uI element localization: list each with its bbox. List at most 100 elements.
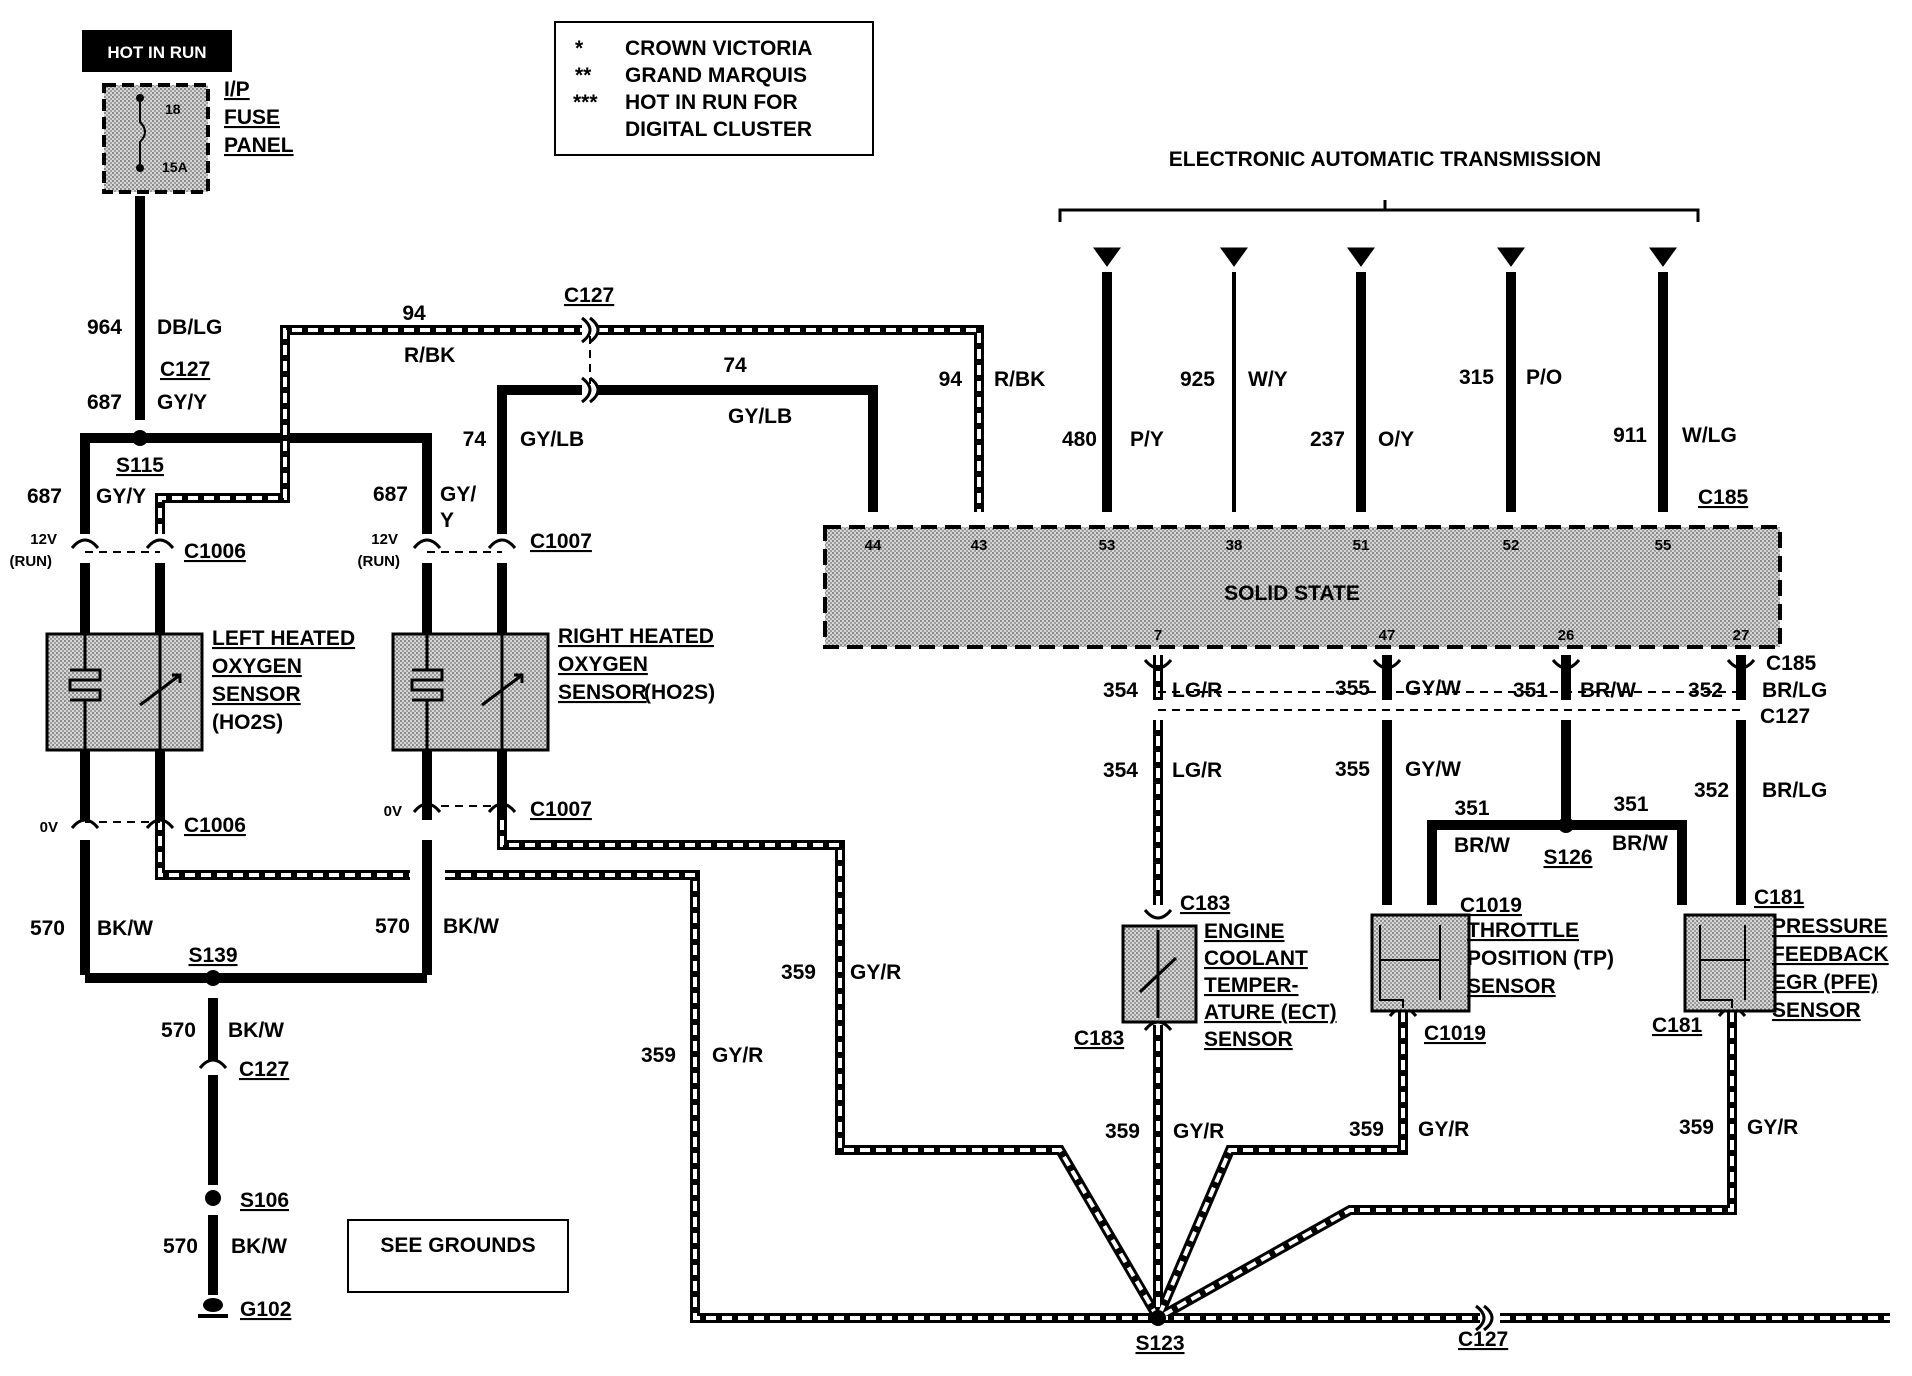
module-connector-c185: C185: [1698, 486, 1749, 509]
svg-text:53: 53: [1099, 537, 1116, 554]
svg-text:SENSOR: SENSOR: [1772, 999, 1861, 1022]
svg-text:355: 355: [1335, 677, 1370, 700]
svg-text:C1007: C1007: [530, 798, 592, 821]
svg-text:C127: C127: [239, 1058, 289, 1081]
svg-text:S123: S123: [1135, 1332, 1184, 1355]
see-grounds-label: SEE GROUNDS: [380, 1234, 535, 1257]
svg-text:OXYGEN: OXYGEN: [212, 655, 302, 678]
legend-row-2: GRAND MARQUIS: [625, 64, 807, 87]
svg-text:570: 570: [163, 1235, 198, 1258]
thick-wires: [80, 196, 1746, 1295]
svg-text:R/BK: R/BK: [994, 368, 1045, 391]
svg-text:DB/LG: DB/LG: [157, 316, 222, 339]
wire-color: W/Y: [1248, 368, 1288, 391]
fuse-number: 18: [165, 101, 181, 117]
svg-text:(HO2S): (HO2S): [644, 681, 715, 704]
svg-text:BK/W: BK/W: [443, 915, 499, 938]
sensor-labels: LEFT HEATED OXYGEN SENSOR (HO2S) RIGHT H…: [212, 625, 1889, 1051]
svg-text:570: 570: [375, 915, 410, 938]
fuse-panel-line2: FUSE: [224, 106, 280, 129]
svg-text:687: 687: [87, 391, 122, 414]
thermistor-icon: [1138, 930, 1178, 1018]
svg-text:LG/R: LG/R: [1172, 759, 1222, 782]
left-oxygen-sensor: [45, 632, 204, 752]
svg-text:OXYGEN: OXYGEN: [558, 653, 648, 676]
svg-text:94: 94: [402, 302, 426, 325]
svg-text:359: 359: [1349, 1118, 1384, 1141]
svg-text:C127: C127: [160, 358, 210, 381]
svg-text:55: 55: [1655, 537, 1672, 554]
solid-state-module: [823, 525, 1782, 649]
heater-icon: [68, 634, 102, 750]
svg-text:38: 38: [1226, 537, 1243, 554]
svg-text:GY/R: GY/R: [1747, 1116, 1798, 1139]
svg-text:COOLANT: COOLANT: [1204, 947, 1308, 970]
svg-text:C1007: C1007: [530, 530, 592, 553]
wire-color: P/Y: [1130, 428, 1164, 451]
svg-text:C1006: C1006: [184, 540, 246, 563]
svg-text:26: 26: [1558, 627, 1575, 644]
svg-text:BK/W: BK/W: [228, 1019, 284, 1042]
right-oxygen-sensor: [391, 632, 550, 752]
splice-s123-dot: [1150, 1310, 1166, 1326]
ect-sensor: [1121, 924, 1198, 1024]
svg-text:THROTTLE: THROTTLE: [1467, 919, 1579, 942]
svg-text:S115: S115: [116, 454, 164, 477]
svg-text:352: 352: [1688, 679, 1723, 702]
arrow-icon: [1093, 247, 1121, 267]
wire-labels-right: 354 LG/R 354 LG/R 355 GY/W 355 GY/W 351 …: [1103, 677, 1827, 1143]
svg-text:51: 51: [1353, 537, 1370, 554]
svg-text:C1006: C1006: [184, 814, 246, 837]
potentiometer-icon: [1699, 925, 1750, 1008]
potentiometer-icon: [1379, 925, 1441, 1008]
wire-label: 480: [1062, 428, 1097, 451]
svg-text:C185: C185: [1766, 652, 1817, 675]
svg-text:SENSOR: SENSOR: [1467, 975, 1556, 998]
svg-text:C1019: C1019: [1424, 1022, 1486, 1045]
svg-text:S139: S139: [188, 944, 237, 967]
svg-text:S106: S106: [240, 1189, 289, 1212]
heater-icon: [410, 634, 444, 750]
svg-text:359: 359: [781, 961, 816, 984]
svg-text:(RUN): (RUN): [358, 553, 401, 570]
wire-labels-left: 964 DB/LG 687 GY/Y 687 GY/Y 687 GY/ Y 94…: [27, 302, 1045, 1258]
svg-text:RIGHT HEATED: RIGHT HEATED: [558, 625, 714, 648]
svg-text:570: 570: [161, 1019, 196, 1042]
svg-text:74: 74: [723, 354, 747, 377]
svg-text:964: 964: [87, 316, 122, 339]
svg-text:S126: S126: [1543, 846, 1592, 869]
svg-text:SENSOR: SENSOR: [212, 683, 301, 706]
variable-resistor-icon: [139, 634, 182, 750]
tp-sensor: [1370, 913, 1471, 1013]
wire-color: W/LG: [1682, 424, 1737, 447]
svg-text:43: 43: [971, 537, 988, 554]
svg-text:EGR (PFE): EGR (PFE): [1772, 971, 1878, 994]
svg-text:R/BK: R/BK: [404, 344, 455, 367]
svg-text:12V: 12V: [30, 531, 57, 548]
svg-text:C127: C127: [1458, 1328, 1508, 1351]
svg-text:GY/R: GY/R: [1173, 1120, 1224, 1143]
svg-text:C181: C181: [1652, 1014, 1703, 1037]
svg-text:687: 687: [27, 485, 62, 508]
svg-text:SENSOR: SENSOR: [558, 681, 647, 704]
svg-text:C127: C127: [1760, 705, 1810, 728]
svg-text:52: 52: [1503, 537, 1520, 554]
splice-s106-dot: [205, 1190, 221, 1206]
hot-in-run-banner: [82, 30, 232, 72]
svg-text:FEEDBACK: FEEDBACK: [1772, 943, 1889, 966]
see-grounds-box: [347, 1219, 569, 1293]
splice-labels: S115 S139 S106 S126 S123 G102: [116, 454, 1592, 1355]
svg-text:354: 354: [1103, 679, 1138, 702]
module-label: SOLID STATE: [1224, 582, 1360, 605]
legend-mark-3: ***: [573, 91, 598, 114]
svg-text:GY/W: GY/W: [1405, 677, 1461, 700]
svg-text:SENSOR: SENSOR: [1204, 1028, 1293, 1051]
svg-text:BR/W: BR/W: [1612, 832, 1668, 855]
connector-caps: [70, 316, 1756, 1332]
ground-icon: [198, 1298, 228, 1318]
svg-text:C181: C181: [1754, 886, 1805, 909]
svg-text:351: 351: [1613, 793, 1648, 816]
wire-label: 237: [1310, 428, 1345, 451]
